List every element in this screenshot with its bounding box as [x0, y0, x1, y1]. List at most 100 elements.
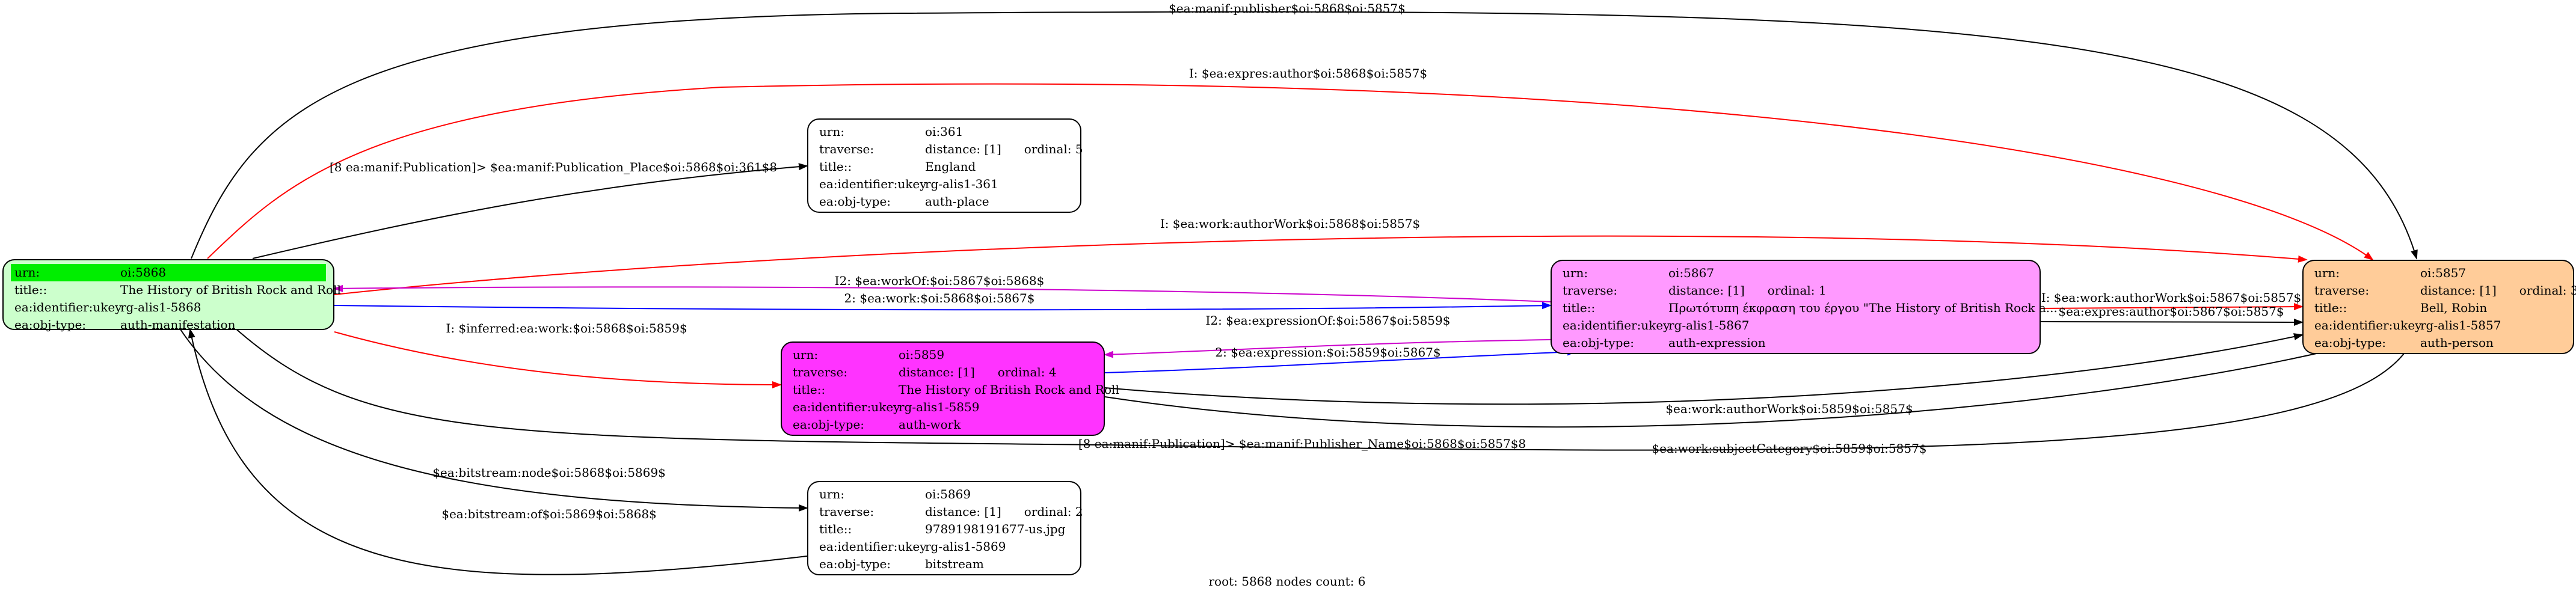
- graph-footer: root: 5868 nodes count: 6: [1208, 574, 1366, 589]
- row-value-text: auth-expression: [1668, 335, 1766, 350]
- row-key: traverse:: [819, 142, 875, 156]
- node-5867[interactable]: urn: oi:5867 traverse: distance: [1]ordinal…: [1551, 260, 2058, 354]
- edge-e15: [179, 327, 808, 512]
- row-key: title::: [2314, 301, 2347, 315]
- edge-e3: [252, 163, 808, 259]
- row-value-text: rg-alis1-5859: [899, 400, 980, 414]
- row-value: distance: [1]ordinal: 1: [1668, 282, 2029, 299]
- row-value: auth-place: [925, 193, 1069, 210]
- row-key: urn:: [819, 487, 845, 501]
- row-value-text: rg-alis1-5868: [120, 300, 201, 314]
- row-value-text: The History of British Rock and Roll: [120, 283, 341, 297]
- node-row: traverse:distance: [1]ordinal: 3: [2314, 282, 2576, 299]
- row-key: title::: [819, 522, 852, 536]
- row-key: title::: [819, 159, 852, 174]
- row-key: ea:obj-type:: [1563, 335, 1635, 350]
- row-ordinal: ordinal: 3: [2519, 283, 2576, 298]
- row-key: traverse:: [1563, 283, 1618, 298]
- node-row: title::Πρωτότυπη έκφραση του έργου "The …: [1563, 299, 2058, 317]
- row-key: traverse:: [819, 504, 875, 519]
- row-ordinal: ordinal: 4: [997, 365, 1057, 379]
- row-key: title::: [793, 382, 826, 397]
- row-value-text: distance: [1]: [925, 142, 1001, 156]
- node-row: urn:oi:361: [819, 123, 1069, 141]
- row-value: oi:5857: [2420, 265, 2562, 282]
- node-row: title::9789198191677-us.jpg: [819, 521, 1069, 538]
- row-key: title::: [1563, 301, 1596, 315]
- node-5859[interactable]: urn: oi:5859 traverse: distance: [1] ordinal…: [781, 341, 1119, 436]
- node-row: urn:oi:5869: [819, 486, 1069, 503]
- row-value: rg-alis1-5859: [899, 399, 1093, 416]
- edge-e9: [1104, 348, 1577, 373]
- node-row: traverse:distance: [1]ordinal: 5: [819, 141, 1083, 158]
- edge-label-e2: I: $ea:expres:author$oi:5868$oi:5857$: [1188, 66, 1428, 81]
- row-value: auth-manifestation: [120, 316, 322, 334]
- row-value: 9789198191677-us.jpg: [925, 521, 1069, 538]
- row-value-text: 9789198191677-us.jpg: [925, 522, 1066, 536]
- row-value-text: auth-person: [2420, 335, 2494, 350]
- row-value-text: oi:361: [925, 124, 964, 139]
- row-key: urn:: [793, 348, 819, 362]
- row-value: rg-alis1-361: [925, 176, 1069, 193]
- edge-label-e12: $ea:work:authorWork$oi:5859$oi:5857$: [1665, 402, 1913, 416]
- edge-label-e11: $ea:expres:author$oi:5867$oi:5857$: [2058, 304, 2284, 319]
- node-row: ea:obj-type:auth-work: [793, 416, 1093, 433]
- row-key: traverse:: [793, 365, 848, 379]
- row-value-text: England: [925, 159, 976, 174]
- edge-e14: [234, 327, 2412, 451]
- row-key: urn:: [14, 265, 40, 280]
- row-value: auth-work: [899, 416, 1093, 433]
- node-row: traverse: distance: [1] ordinal: 4: [793, 364, 1093, 381]
- row-value-text: rg-alis1-5869: [925, 539, 1006, 554]
- node-row: title::The History of British Rock and R…: [14, 281, 341, 299]
- row-value: oi:5868: [120, 264, 322, 281]
- row-value: rg-alis1-5869: [925, 538, 1069, 556]
- row-value-text: rg-alis1-361: [925, 177, 998, 191]
- edge-label-e3: [8 ea:manif:Publication]> $ea:manif:Publ…: [329, 160, 778, 174]
- row-value-text: distance: [1]: [899, 365, 975, 379]
- row-key: ea:obj-type:: [819, 557, 891, 571]
- row-value: distance: [1]ordinal: 2: [925, 503, 1083, 521]
- edge-e1: [191, 11, 2418, 260]
- row-key: ea:identifier:ukey: [2314, 318, 2422, 332]
- edge-label-e4: I: $ea:work:authorWork$oi:5868$oi:5857$: [1160, 216, 1421, 231]
- edge-e5: [333, 284, 1551, 302]
- row-value-text: Bell, Robin: [2420, 301, 2488, 315]
- node-row: urn:oi:5857: [2314, 265, 2562, 282]
- row-key: ea:identifier:ukey: [14, 300, 122, 314]
- row-value-text: oi:5857: [2420, 266, 2467, 280]
- row-key: ea:identifier:ukey: [819, 177, 927, 191]
- edge-label-e15: $ea:bitstream:node$oi:5868$oi:5869$: [432, 465, 666, 480]
- row-value-text: Πρωτότυπη έκφραση του έργου "The History…: [1668, 301, 2058, 315]
- edge-e10: [2040, 303, 2304, 311]
- row-value: oi:5867: [1668, 265, 2029, 282]
- edge-label-e10: I: $ea:work:authorWork$oi:5867$oi:5857$: [2041, 290, 2302, 305]
- row-value: oi:5859: [899, 346, 1093, 364]
- edge-e6: [334, 302, 1552, 311]
- row-value-text: distance: [1]: [2420, 283, 2497, 298]
- row-key: ea:obj-type:: [819, 194, 891, 209]
- row-key: urn:: [1563, 266, 1588, 280]
- row-ordinal: ordinal: 2: [1024, 504, 1083, 519]
- node-row: ea:obj-type: auth-person: [2314, 334, 2562, 352]
- node-row: ea:obj-type: auth-expression: [1563, 334, 2029, 352]
- edge-e4: [334, 235, 2308, 295]
- row-key: ea:obj-type:: [2314, 335, 2387, 350]
- row-ordinal: ordinal: 1: [1767, 283, 1827, 298]
- row-value: rg-alis1-5868: [120, 299, 322, 316]
- row-key: ea:identifier:ukey: [819, 539, 927, 554]
- edge-label-e13: $ea:work:subjectCategory$oi:5859$oi:5857…: [1652, 441, 1927, 456]
- row-value-text: oi:5868: [120, 265, 167, 280]
- row-value: England: [925, 158, 1069, 176]
- row-value-text: rg-alis1-5857: [2420, 318, 2501, 332]
- row-value-text: bitstream: [925, 557, 984, 571]
